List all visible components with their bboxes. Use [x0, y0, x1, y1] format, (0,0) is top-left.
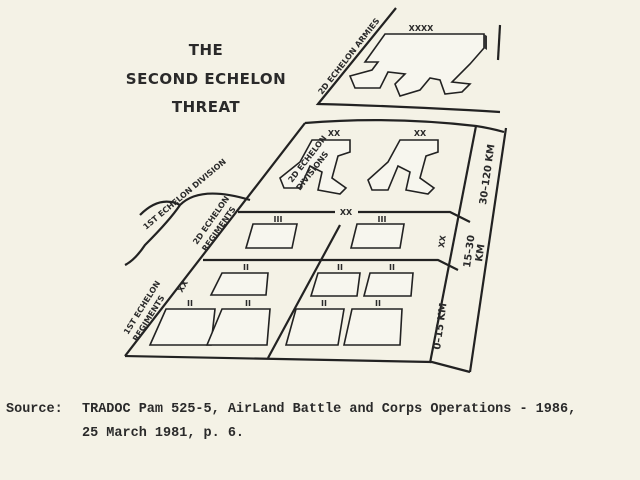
distance-near: 0–15 KM	[432, 302, 449, 350]
title-line-3: THREAT	[172, 98, 241, 116]
regiment-boundary-symbol: XX	[176, 278, 190, 294]
distance-far: 30–120 KM	[478, 143, 497, 205]
division-symbol: XX	[414, 129, 427, 138]
title-line-2: SECOND ECHELON	[126, 70, 286, 88]
boundary-symbol: XX	[437, 234, 448, 248]
map-zone: XX XX XX XX III III II II II II II II II…	[122, 119, 508, 374]
army-symbol: XXXX	[409, 24, 435, 33]
battalion-symbol: II	[337, 263, 343, 272]
distance-mid: 15–30	[462, 234, 477, 268]
title-line-1: THE	[189, 41, 224, 59]
second-echelon-diagram: THE SECOND ECHELON THREAT XXXX 2D ECHELO…	[122, 7, 508, 374]
army-zone: XXXX 2D ECHELON ARMIES	[315, 7, 502, 114]
battalion-symbol: II	[243, 263, 249, 272]
division-unit-left: XX	[279, 129, 351, 195]
division-boundary-symbol: XX	[340, 208, 353, 217]
source-label: Source:	[6, 402, 63, 417]
battalion-symbol: II	[389, 263, 395, 272]
regiment-symbol: III	[274, 215, 283, 224]
division-symbol: XX	[328, 129, 341, 138]
division-unit-right: XX	[367, 129, 439, 195]
battalion-symbol: II	[321, 299, 327, 308]
battalion-symbol: II	[187, 299, 193, 308]
source-line-1: TRADOC Pam 525-5, AirLand Battle and Cor…	[82, 402, 577, 417]
battalion-symbol: II	[375, 299, 381, 308]
source-line-2: 25 March 1981, p. 6.	[82, 426, 245, 441]
regiment-symbol: III	[378, 215, 387, 224]
battalion-symbol: II	[245, 299, 251, 308]
distance-mid-unit: KM	[474, 243, 487, 262]
regiment-units: III III II II II II II II II	[148, 215, 414, 346]
